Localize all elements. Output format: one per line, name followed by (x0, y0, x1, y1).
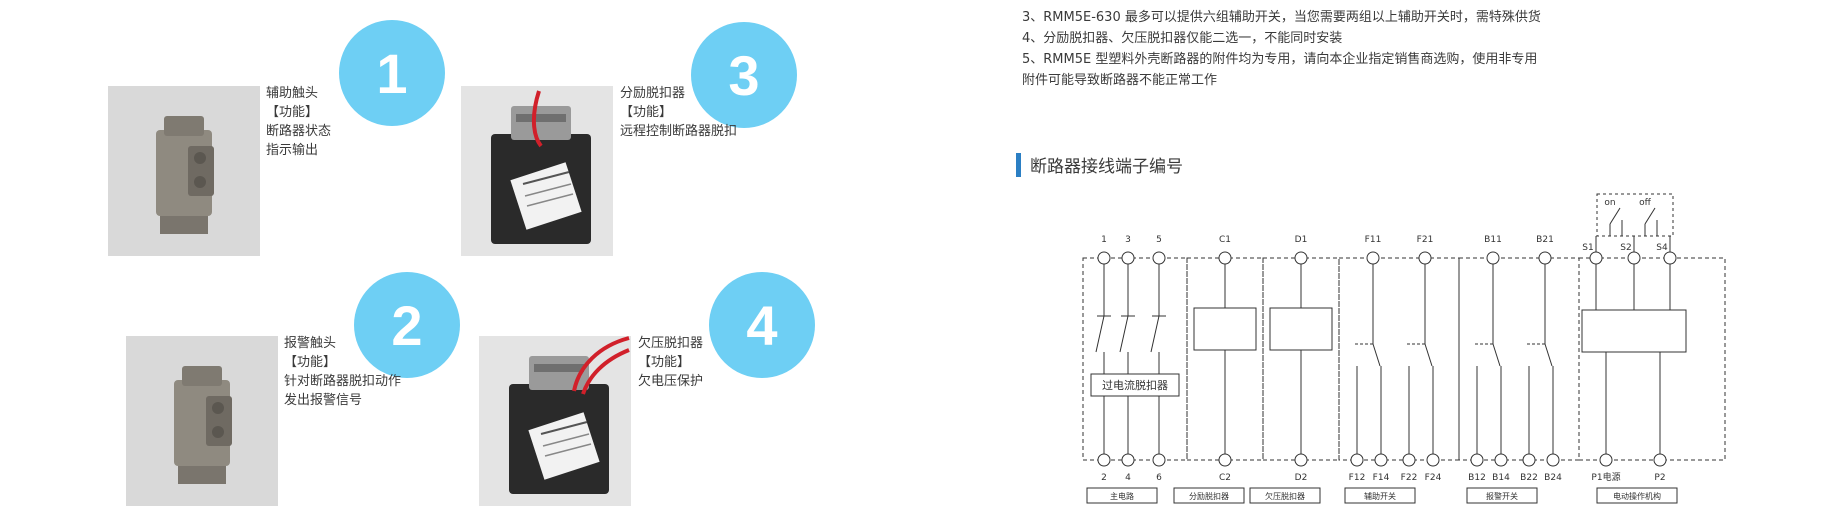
item-function-line: 断路器状态 (266, 124, 332, 139)
terminal-label: 2 (1101, 473, 1107, 483)
terminal-label: 4 (1125, 473, 1131, 483)
group-label: 报警开关 (1486, 491, 1518, 501)
terminal-label: 5 (1156, 235, 1162, 245)
terminal-label: B11 (1484, 235, 1502, 245)
item-number-badge: 1 (339, 20, 445, 126)
shunt-release-photo (461, 86, 613, 256)
note-line: 4、分励脱扣器、欠压脱扣器仅能二选一，不能同时安装 (1022, 31, 1343, 46)
item-title: 欠压脱扣器 (638, 336, 704, 351)
item-function-line: 针对断路器脱扣动作 (284, 374, 402, 389)
item-function-label: 【功能】 (638, 355, 691, 370)
terminal-label: S2 (1620, 243, 1631, 253)
item-number-badge: 4 (709, 272, 815, 378)
item-title: 分励脱扣器 (620, 86, 686, 101)
terminal-label: F22 (1401, 473, 1418, 483)
terminal-label: B22 (1520, 473, 1538, 483)
item-function-line: 指示输出 (266, 143, 319, 158)
terminal-label: P1电源 (1591, 471, 1620, 483)
item-title: 辅助触头 (266, 86, 319, 101)
terminal-label: 1 (1101, 235, 1107, 245)
terminal-label: P2 (1654, 473, 1665, 483)
group-label: 主电路 (1110, 491, 1134, 501)
terminal-label: 3 (1125, 235, 1131, 245)
alarm-contact-photo (126, 336, 278, 506)
item-function-line: 发出报警信号 (284, 393, 363, 408)
group-label: 电动操作机构 (1613, 491, 1661, 501)
terminal-label: C2 (1219, 473, 1231, 483)
auxiliary-contact-photo (108, 86, 260, 256)
section-title: 断路器接线端子编号 (1030, 157, 1183, 177)
terminal-label: F24 (1425, 473, 1442, 483)
overcurrent-release-label: 过电流脱扣器 (1102, 378, 1168, 392)
terminal-label: F11 (1365, 235, 1382, 245)
terminal-label: B24 (1544, 473, 1562, 483)
note-line: 5、RMM5E 型塑料外壳断路器的附件均为专用，请向本企业指定销售商选购，使用非… (1022, 52, 1538, 67)
switch-label: on (1604, 198, 1615, 208)
terminal-label: D1 (1295, 235, 1308, 245)
group-label: 分励脱扣器 (1189, 491, 1229, 501)
terminal-label: C1 (1219, 235, 1231, 245)
item-function-label: 【功能】 (620, 105, 673, 120)
switch-label: off (1639, 198, 1652, 208)
item-function-line: 欠电压保护 (638, 374, 704, 389)
item-function-line: 远程控制断路器脱扣 (620, 124, 738, 139)
terminal-label: B21 (1536, 235, 1554, 245)
terminal-label: F12 (1349, 473, 1366, 483)
item-function-label: 【功能】 (266, 105, 319, 120)
group-label: 辅助开关 (1364, 491, 1396, 501)
note-line: 3、RMM5E-630 最多可以提供六组辅助开关，当您需要两组以上辅助开关时，需… (1022, 10, 1541, 25)
group-label: 欠压脱扣器 (1265, 491, 1305, 501)
terminal-label: S4 (1656, 243, 1668, 253)
item-title: 报警触头 (284, 336, 337, 351)
item-number-badge: 3 (691, 22, 797, 128)
terminal-label: F21 (1417, 235, 1434, 245)
terminal-label: B14 (1492, 473, 1510, 483)
item-function-label: 【功能】 (284, 355, 337, 370)
item-number-badge: 2 (354, 272, 460, 378)
terminal-label: D2 (1295, 473, 1308, 483)
undervoltage-release-photo (479, 336, 631, 506)
terminal-label: B12 (1468, 473, 1486, 483)
terminal-label: 6 (1156, 473, 1162, 483)
note-line: 附件可能导致断路器不能正常工作 (1022, 73, 1218, 88)
terminal-label: S1 (1582, 243, 1593, 253)
section-accent-bar (1016, 153, 1021, 177)
terminal-label: F14 (1373, 473, 1390, 483)
